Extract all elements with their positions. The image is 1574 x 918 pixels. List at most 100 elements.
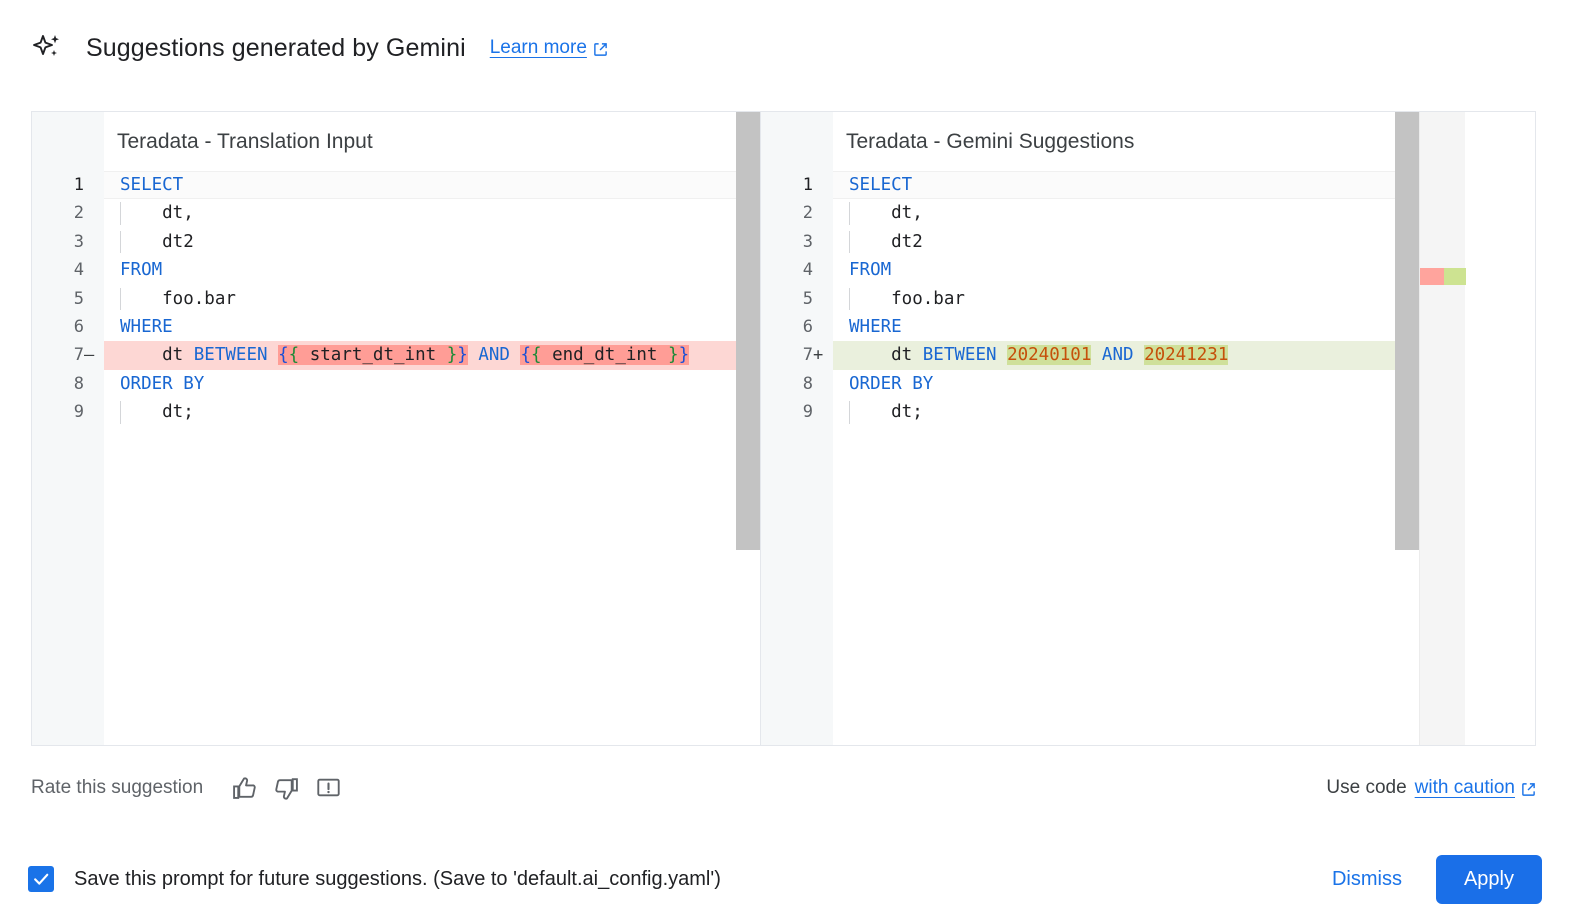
rate-label: Rate this suggestion xyxy=(31,777,204,798)
indent-guide xyxy=(849,202,850,225)
report-feedback-icon[interactable] xyxy=(311,771,345,805)
left-scrollbar-thumb[interactable] xyxy=(736,112,760,550)
code-token: dt2 xyxy=(849,231,923,252)
indent-guide xyxy=(120,202,121,225)
code-line[interactable]: 7— dt BETWEEN {{ start_dt_int }} AND {{ … xyxy=(32,341,760,370)
code-token: FROM xyxy=(120,260,163,281)
code-line[interactable]: 1 SELECT xyxy=(761,171,1395,200)
dismiss-button[interactable]: Dismiss xyxy=(1320,858,1414,901)
external-link-icon xyxy=(1521,781,1536,796)
diff-sign: — xyxy=(84,345,95,366)
code-token: SELECT xyxy=(120,175,184,195)
learn-more-link[interactable]: Learn more xyxy=(490,37,608,59)
code-token: AND xyxy=(478,345,510,366)
code-token: foo.bar xyxy=(120,288,236,309)
thumb-down-icon[interactable] xyxy=(269,771,303,805)
code-text: FROM xyxy=(849,256,1395,284)
line-number: 1 xyxy=(802,175,813,195)
save-prompt-group: Save this prompt for future suggestions.… xyxy=(28,866,721,892)
code-line-background xyxy=(833,341,1395,370)
code-token: { xyxy=(531,345,542,366)
code-token: } xyxy=(678,345,690,366)
overview-ruler[interactable] xyxy=(1419,112,1466,745)
code-line[interactable]: 3 dt2 xyxy=(761,228,1395,256)
code-token: { xyxy=(278,345,289,366)
code-line[interactable]: 2 dt, xyxy=(32,199,760,227)
right-gutter xyxy=(761,112,833,745)
left-scrollbar-track[interactable] xyxy=(736,112,760,745)
code-line[interactable]: 5 foo.bar xyxy=(761,285,1395,313)
code-token xyxy=(1134,345,1145,365)
code-line[interactable]: 1 SELECT xyxy=(32,171,760,200)
code-token: end_dt_int xyxy=(541,345,669,366)
right-pane-title: Teradata - Gemini Suggestions xyxy=(846,129,1135,153)
code-text: dt2 xyxy=(120,228,760,256)
with-caution-label: with caution xyxy=(1414,777,1515,798)
code-token: SELECT xyxy=(849,175,913,195)
line-number: 3 xyxy=(802,231,813,252)
code-text: WHERE xyxy=(120,313,760,341)
code-token: } xyxy=(457,345,468,366)
left-gutter xyxy=(32,112,104,745)
code-token: dt, xyxy=(849,203,923,224)
right-scrollbar-thumb[interactable] xyxy=(1395,112,1419,550)
save-prompt-checkbox[interactable] xyxy=(28,866,54,892)
line-number: 2 xyxy=(802,203,813,224)
code-line[interactable]: 7+ dt BETWEEN 20240101 AND 20241231 xyxy=(761,341,1395,370)
code-text: dt BETWEEN {{ start_dt_int }} AND {{ end… xyxy=(120,341,760,369)
code-token: ORDER BY xyxy=(849,373,934,394)
code-text: ORDER BY xyxy=(849,370,1395,398)
code-token: WHERE xyxy=(849,316,902,337)
code-line-background xyxy=(104,171,760,200)
code-token: dt xyxy=(849,345,923,366)
code-token xyxy=(268,345,279,365)
code-token: { xyxy=(520,345,532,366)
code-line[interactable]: 9 dt; xyxy=(32,398,760,426)
code-token xyxy=(468,345,479,365)
code-text: dt2 xyxy=(849,228,1395,256)
code-line-background xyxy=(833,171,1395,200)
thumb-up-icon[interactable] xyxy=(227,771,261,805)
pane-divider xyxy=(760,112,761,745)
ruler-diff-marker[interactable] xyxy=(1420,268,1444,285)
line-number: 1 xyxy=(73,175,84,195)
code-line[interactable]: 5 foo.bar xyxy=(32,285,760,313)
code-token: dt; xyxy=(849,402,923,423)
with-caution-link[interactable]: with caution xyxy=(1415,777,1536,799)
code-token: AND xyxy=(1101,345,1134,366)
code-token: BETWEEN xyxy=(193,345,268,366)
apply-button[interactable]: Apply xyxy=(1435,854,1542,904)
diff-pane-right: Teradata - Gemini Suggestions 1 SELECT 2 d… xyxy=(761,112,1466,745)
code-token: ORDER BY xyxy=(120,373,205,394)
code-line[interactable]: 2 dt, xyxy=(761,199,1395,227)
code-text: dt, xyxy=(849,199,1395,227)
code-token: dt xyxy=(120,345,194,366)
code-text: foo.bar xyxy=(120,285,760,313)
line-number: 5 xyxy=(73,288,84,309)
learn-more-label: Learn more xyxy=(489,37,587,58)
left-pane-title: Teradata - Translation Input xyxy=(117,129,373,153)
code-text: dt; xyxy=(120,398,760,426)
code-token: FROM xyxy=(849,260,892,281)
code-text: dt; xyxy=(849,398,1395,426)
right-scrollbar-track[interactable] xyxy=(1395,112,1419,745)
ruler-diff-marker[interactable] xyxy=(1444,268,1466,285)
code-token xyxy=(1091,345,1102,365)
code-token: } xyxy=(446,345,458,366)
code-text: foo.bar xyxy=(849,285,1395,313)
code-line[interactable]: 9 dt; xyxy=(761,398,1395,426)
code-line[interactable]: 3 dt2 xyxy=(32,228,760,256)
indent-guide xyxy=(849,401,850,424)
code-token xyxy=(510,345,521,365)
indent-guide xyxy=(849,230,850,254)
code-text: WHERE xyxy=(849,313,1395,341)
